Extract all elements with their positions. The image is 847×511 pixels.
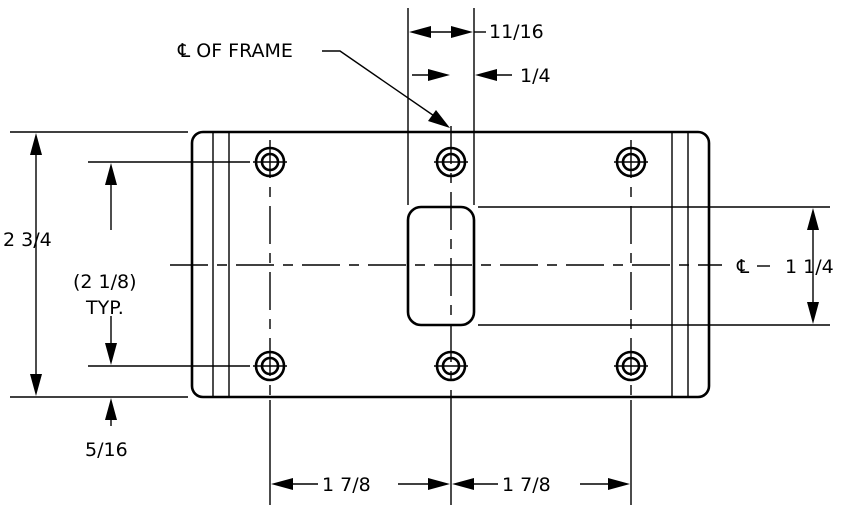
slot-offset-label: 1/4	[520, 65, 551, 87]
overall-height-label: 2 3/4	[3, 229, 52, 251]
extension-lines	[10, 8, 830, 505]
dimension-hole-spacing-horizontal	[271, 478, 630, 490]
dimension-slot-width	[409, 26, 486, 38]
center-lines	[170, 126, 722, 400]
hole-spacing-right-label: 1 7/8	[502, 474, 551, 496]
slot-width-label: 11/16	[489, 21, 544, 43]
dimension-hole-spacing-vertical	[105, 163, 117, 365]
dimension-edge-to-hole	[105, 398, 117, 426]
slot-height-label: 1 1/4	[785, 256, 834, 278]
hole-spacing-typ-label: TYP.	[85, 297, 124, 319]
hole-spacing-vertical-label: (2 1/8)	[73, 271, 137, 293]
dimension-overall-height	[30, 133, 42, 396]
center-of-frame-label: ℄ OF FRAME	[177, 40, 293, 62]
hole-spacing-left-label: 1 7/8	[322, 474, 371, 496]
dimension-slot-offset	[412, 69, 512, 81]
centerline-symbol: ℄	[736, 256, 750, 278]
frame-center-leader	[322, 50, 450, 128]
slot-opening	[406, 205, 476, 327]
edge-to-hole-label: 5/16	[85, 439, 128, 461]
dimension-slot-height	[807, 208, 819, 324]
